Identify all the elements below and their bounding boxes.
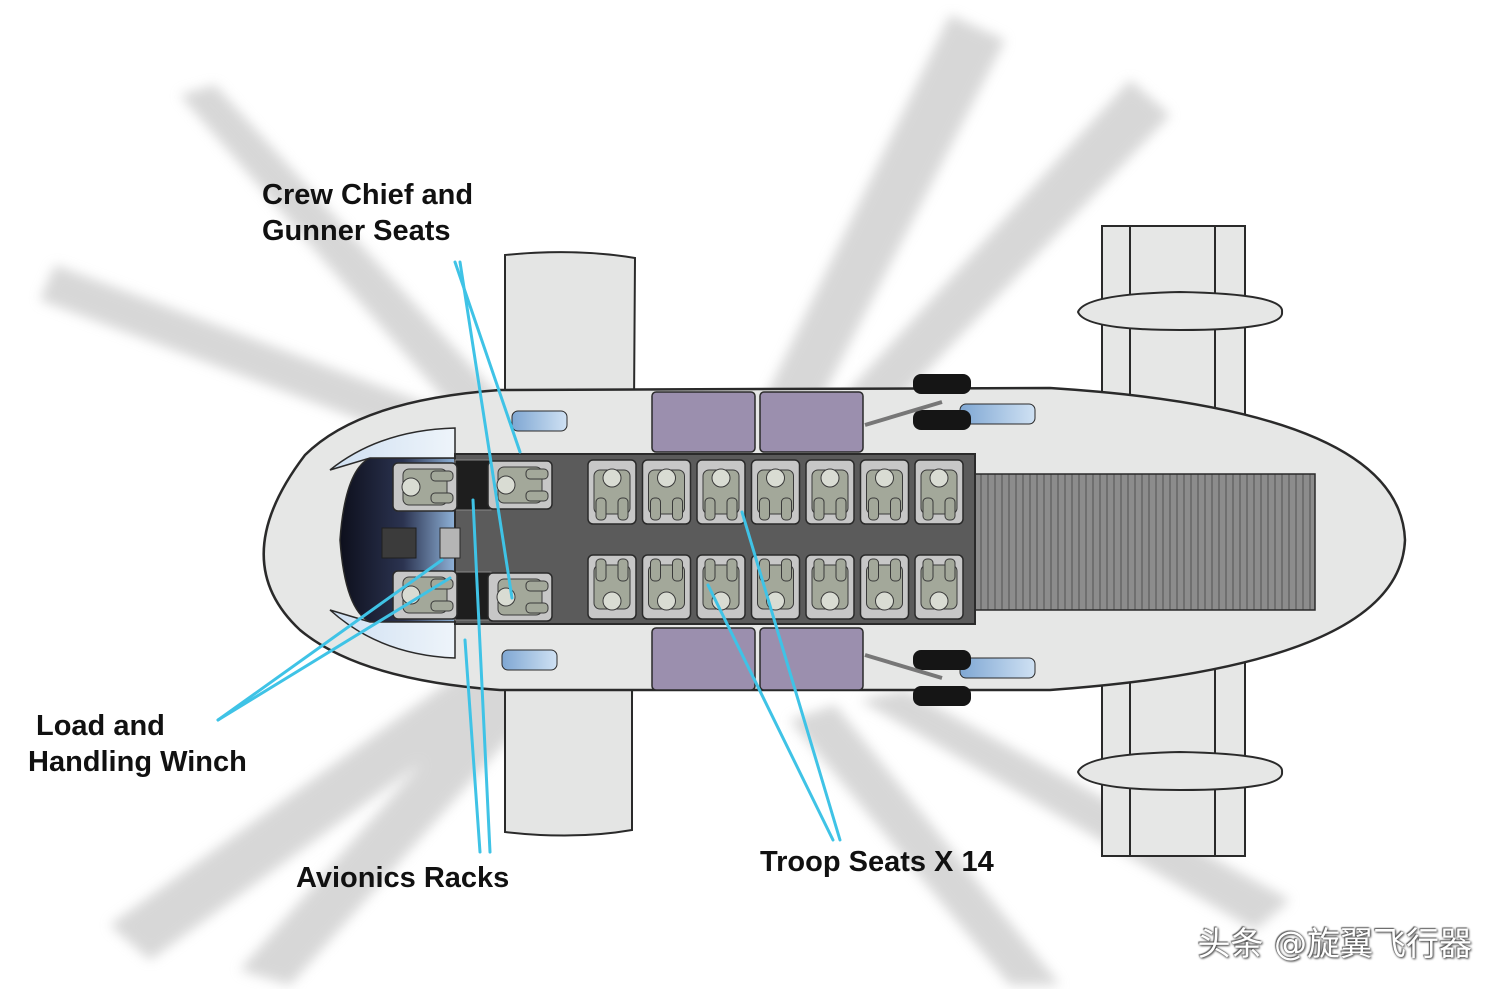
leader-line-troop-bottom — [706, 583, 835, 842]
main-landing-gear — [864, 374, 971, 706]
label-troop-seats: Troop Seats X 14 — [760, 846, 994, 878]
troop-seat — [914, 554, 964, 620]
troop-seat — [750, 459, 801, 525]
side-window — [511, 410, 568, 432]
crew-chief-seat — [487, 460, 553, 510]
label-line: Load and — [36, 710, 165, 742]
fuel-tanks — [651, 391, 864, 691]
fuel-tank — [651, 627, 756, 691]
troop-seat — [859, 554, 910, 620]
cargo-ramp — [974, 473, 1316, 611]
rotor-blade-shadow — [845, 80, 1170, 420]
troop-seat — [805, 554, 855, 620]
label-load-handling-winch: Load and Handling Winch — [28, 708, 247, 780]
tail-rotor-blade-bottom — [1076, 750, 1283, 792]
callout-leader-lines — [216, 260, 842, 854]
pilot-seat — [392, 462, 458, 512]
troop-seat — [696, 554, 746, 620]
watermark: 头条 @旋翼飞行器 — [1197, 924, 1473, 963]
rotor-blade-shadow — [745, 15, 1005, 460]
fuel-tank — [651, 391, 756, 453]
label-crew-chief-gunner-seats: Crew Chief and Gunner Seats — [262, 177, 473, 249]
rotor-blade-shadow — [110, 645, 535, 960]
avionics-racks — [454, 459, 492, 621]
landing-gear-wheel — [913, 410, 971, 430]
canopy-top — [329, 427, 456, 471]
fuel-tank — [759, 391, 864, 453]
tail-rotor-blade-top — [1076, 290, 1283, 332]
rotor-blade-shadow — [790, 705, 1060, 985]
troop-seat — [805, 459, 855, 525]
side-window — [501, 649, 558, 671]
leader-line-gunner — [458, 260, 514, 600]
troop-seat — [587, 459, 637, 525]
troop-seat — [914, 459, 964, 525]
leader-line-avionics-top — [471, 498, 492, 854]
troop-seat — [587, 554, 637, 620]
fuel-tank — [759, 627, 864, 691]
landing-gear-wheel — [913, 374, 971, 394]
gunner-seat — [487, 572, 553, 622]
canopy-bottom — [329, 609, 456, 659]
leader-line-avionics-bottom — [463, 638, 482, 854]
rotor-blade-shadow — [860, 690, 1290, 930]
rotor-blade-shadow — [40, 265, 470, 455]
landing-gear-wheel — [913, 650, 971, 670]
side-window — [959, 657, 1036, 679]
troop-seat — [859, 459, 910, 525]
avionics-rack — [454, 571, 492, 621]
label-line: Handling Winch — [28, 746, 247, 778]
label-line: Crew Chief and — [262, 179, 474, 211]
cockpit-console — [381, 527, 417, 559]
troop-seat — [641, 459, 692, 525]
landing-gear-wheel — [913, 686, 971, 706]
label-line: Gunner Seats — [262, 215, 451, 247]
troop-seat — [696, 459, 746, 525]
side-window — [959, 403, 1036, 425]
leader-line-winch — [216, 558, 444, 722]
troop-seat — [641, 554, 692, 620]
label-avionics-racks: Avionics Racks — [296, 862, 510, 894]
load-handling-winch — [439, 527, 461, 559]
leader-line-troop-top — [740, 510, 842, 842]
rotor-blade-shadow — [180, 85, 520, 440]
leader-line-winch-2 — [216, 576, 452, 722]
